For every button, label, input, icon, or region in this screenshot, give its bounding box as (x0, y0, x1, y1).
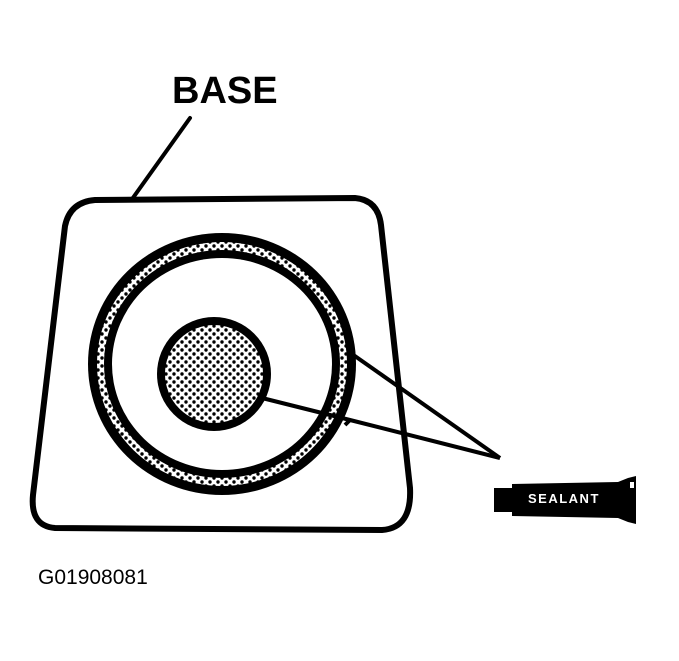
sealant-leader-line-ring-tail (343, 418, 352, 427)
figure-id: G01908081 (38, 566, 148, 589)
sealant-tube-label: SEALANT (528, 491, 600, 506)
base-label: BASE (172, 70, 278, 112)
center-sealant-dot (157, 317, 271, 431)
sealant-leader-line-ring (350, 352, 502, 460)
sealant-tube-icon (494, 476, 636, 524)
